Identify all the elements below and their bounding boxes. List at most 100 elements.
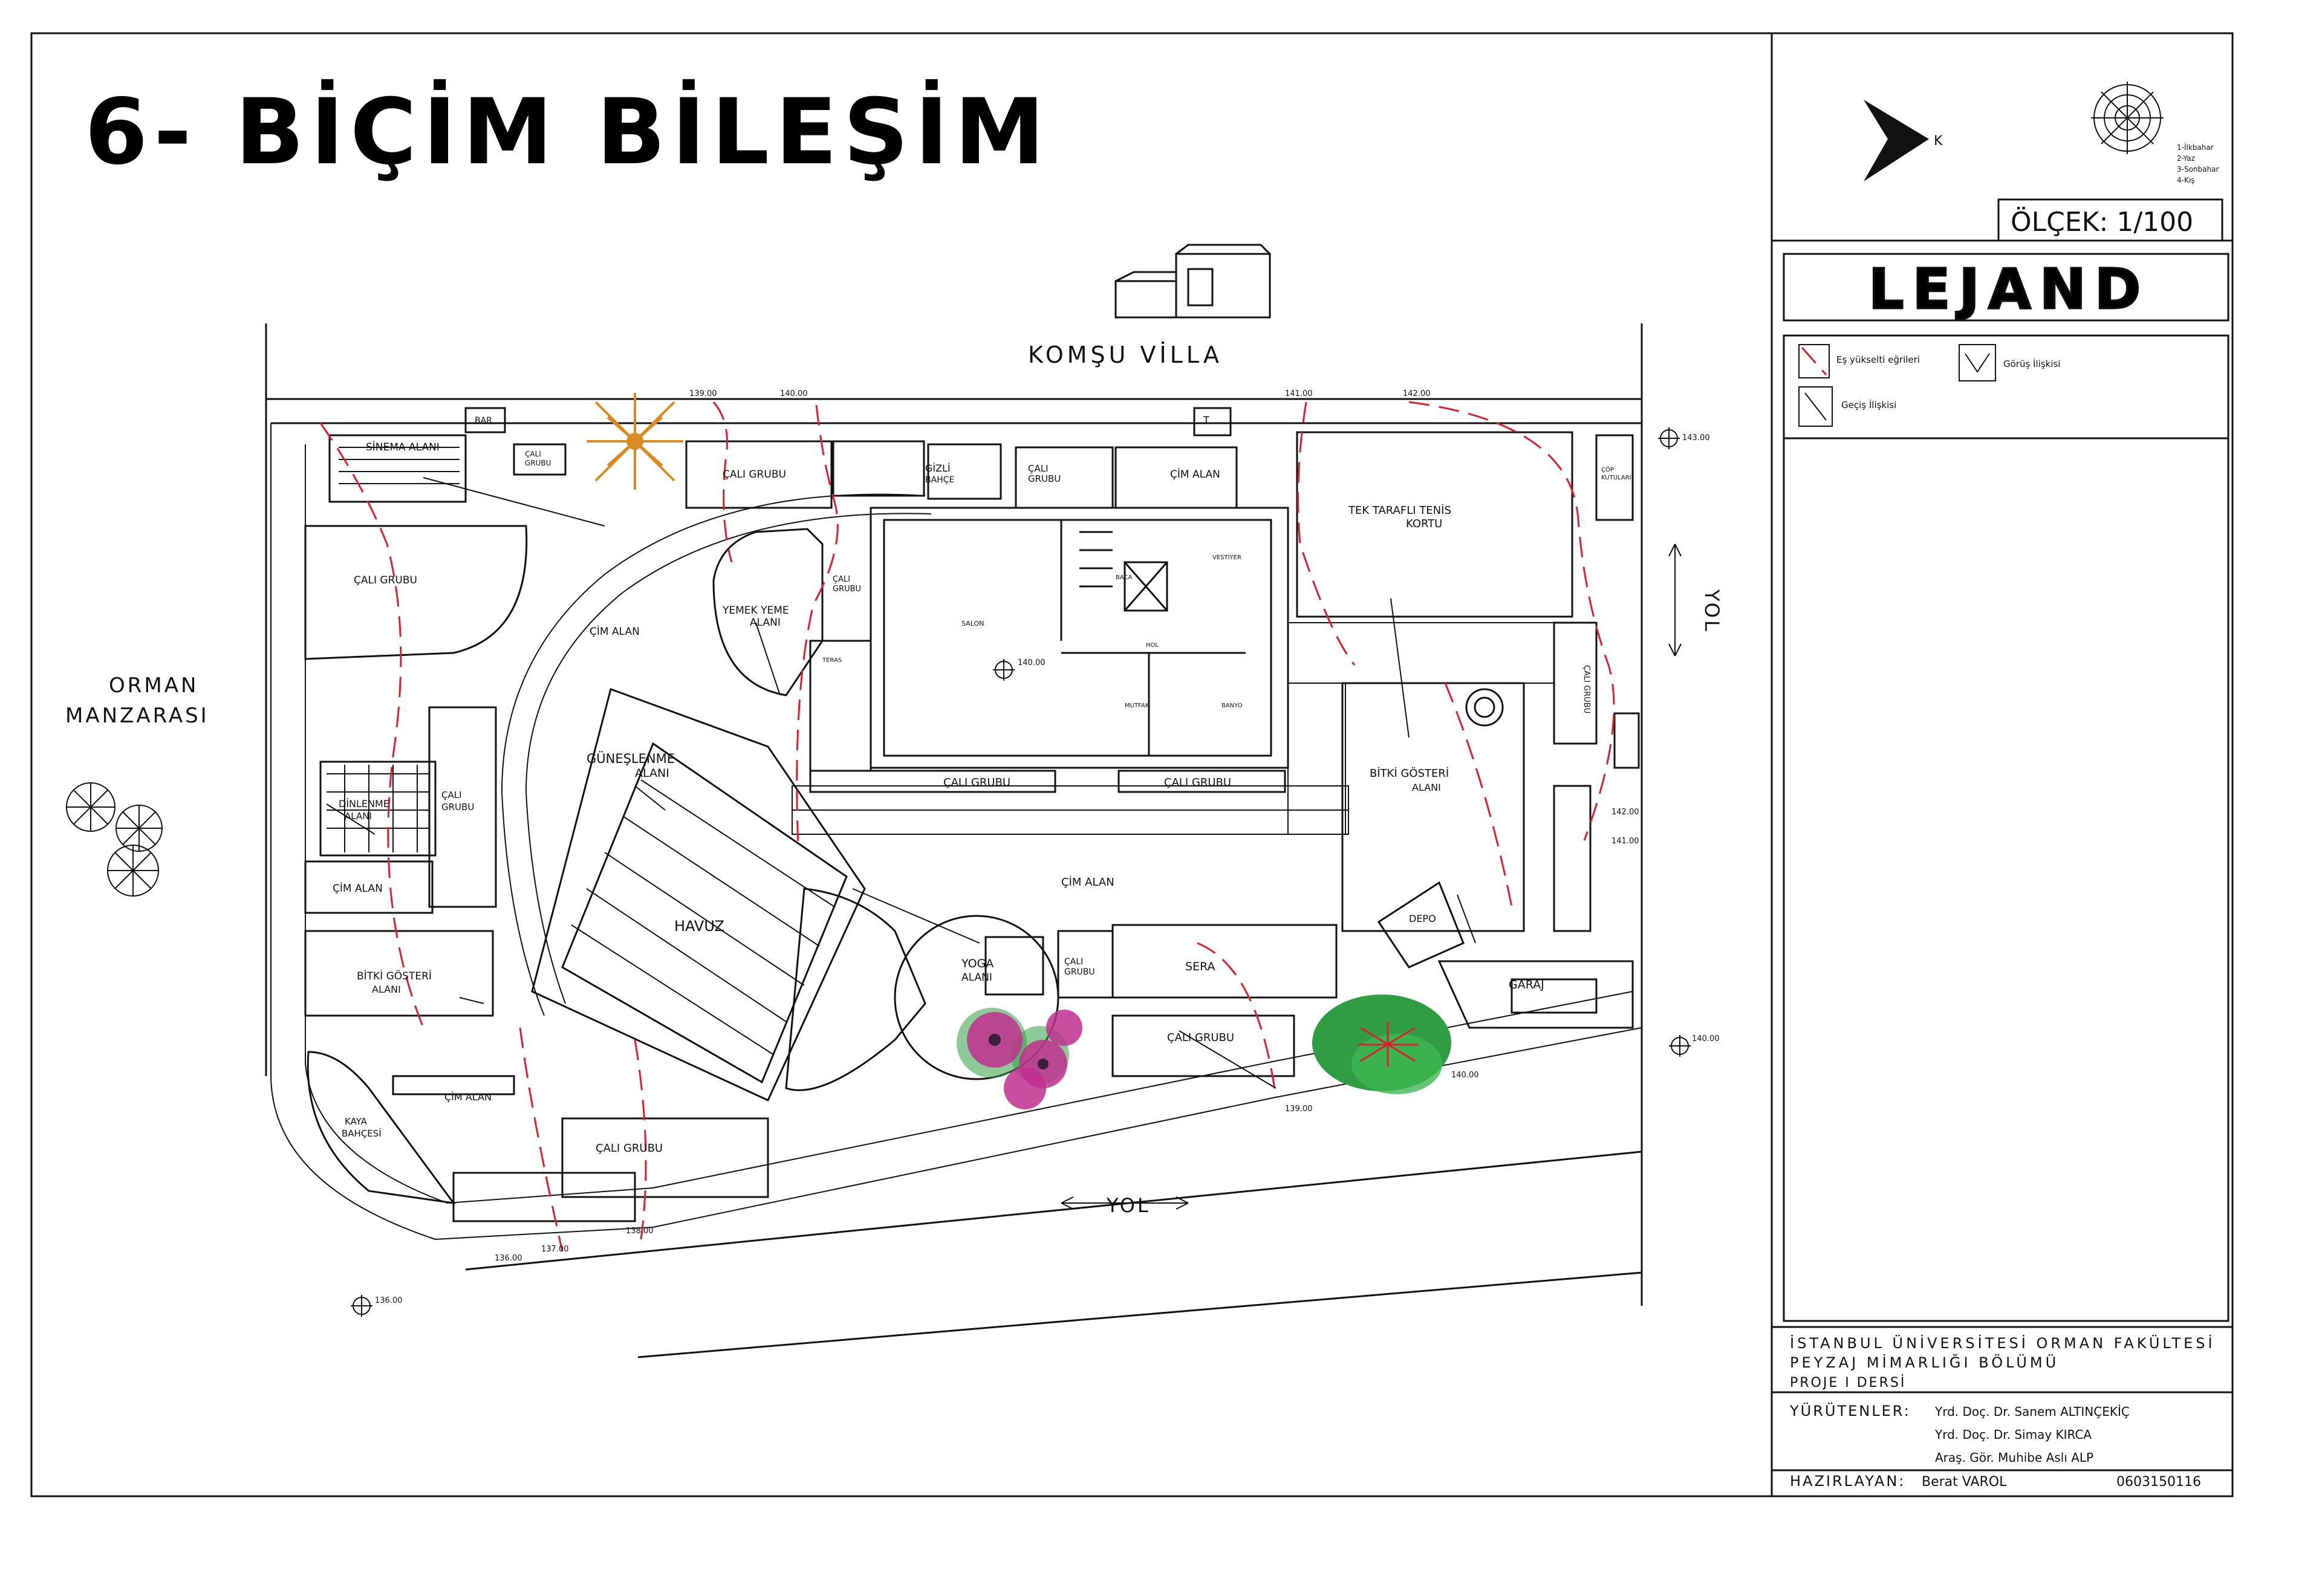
pool-water-lines [571,779,835,1056]
elev-141b: 141.00 [1611,837,1639,846]
site-boundary [265,323,1643,1306]
road-arrow-right [1668,543,1682,657]
scale-label: ÖLÇEK: 1/100 [2011,206,2193,238]
relation-arrows [326,477,1476,1089]
label-bitki-left-2: ALANI [372,984,401,995]
label-sera: SERA [1185,960,1215,973]
label-bar: BAR [475,416,492,426]
label-hol: HOL [1146,642,1159,649]
label-cali-g1: ÇALI GRUBU [943,776,1010,789]
label-cim-alan-4: ÇİM ALAN [444,1091,492,1103]
elev-141a: 141.00 [1285,389,1313,398]
passage-legend-icon [1798,386,1833,427]
label-havuz: HAVUZ [674,918,724,935]
green-tree-icon [1312,994,1451,1094]
road-arrow-bottom [1061,1196,1189,1210]
sheet-frame [30,32,2234,1497]
label-cali-small-2: GRUBU [525,459,551,467]
label-vestiyer: VESTİYER [1212,553,1241,561]
elev-137: 137.00 [541,1245,569,1254]
info-block: İSTANBUL ÜNİVERSİTESİ ORMAN FAKÜLTESİ PE… [1772,1326,2233,1490]
left-zone-shapes [304,525,528,1204]
label-cali-small-1: ÇALI [525,450,541,458]
label-yemek-2: ALANI [750,617,781,629]
forest-tree-icons [66,782,163,897]
stepping-stone-path [501,493,932,1016]
page-title: 6- BİÇİM BİLEŞİM [85,79,1051,185]
label-depo: DEPO [1409,913,1436,924]
flower-group-icon [957,1008,1082,1109]
supervisor-1: Yrd. Doç. Dr. Sanem ALTINÇEKİÇ [1934,1404,2130,1419]
dinlenme-hatch [327,765,429,852]
prepared-label: HAZIRLAYAN: [1790,1473,1905,1490]
bottom-road [465,1150,1643,1358]
terrace-paving [792,622,1555,835]
label-cali-right: ÇALI GRUBU [1582,665,1591,713]
label-tenis-2: KORTU [1406,517,1442,530]
label-cali-low: ÇALI GRUBU [596,1142,663,1155]
label-cali-yoga-1: ÇALI [1064,957,1083,967]
legend-item-contour: Eş yükselti eğrileri [1836,354,1920,365]
label-cali-g2: ÇALI GRUBU [1164,776,1231,789]
elev-salon: 140.00 [1018,658,1046,667]
label-cali-yoga-2: GRUBU [1064,967,1095,977]
contour-lines [319,401,1615,1252]
season-1: 1-İlkbahar [2177,143,2214,152]
department-name: PEYZAJ MİMARLIĞI BÖLÜMÜ [1790,1353,2059,1371]
neighbor-villa-icon [1114,244,1271,319]
label-cali-house-1: ÇALI [833,575,850,584]
paved-border [270,423,1642,1241]
label-t: T [1203,414,1209,426]
label-cop-2: KUTULARI [1601,475,1631,481]
label-bitki-left-1: BİTKİ GÖSTERİ [357,969,432,982]
label-yemek-1: YEMEK YEME [722,605,789,617]
legend-title-box [1783,253,2229,322]
label-cim-alan-2: ÇİM ALAN [333,882,383,895]
elev-140a: 140.00 [780,389,808,398]
label-garaj: GARAJ [1509,978,1544,991]
elev-136b: 136.00 [375,1296,403,1305]
label-yoga-2: ALANI [961,972,992,984]
accent-tree-icon [587,393,683,490]
student-number: 0603150116 [2116,1474,2201,1490]
wind-rose-icon [2091,82,2164,154]
label-gunes-2: ALANI [635,767,669,780]
elev-139b: 139.00 [1285,1105,1313,1114]
house-plan [809,507,1289,772]
elev-136: 136.00 [495,1254,522,1263]
label-teras: TERAS [822,657,842,664]
contour-legend-icon [1798,344,1830,378]
label-salon: SALON [961,620,984,628]
label-cim-alan-1: ÇİM ALAN [590,625,640,638]
legend-item-passage: Geçiş İlişkisi [1841,399,1896,410]
supervisor-2: Yrd. Doç. Dr. Simay KIRCA [1934,1427,2092,1442]
bottom-middle-shapes [452,770,1338,1222]
season-4: 4-Kış [2177,176,2194,184]
legend-item-view: Görüş İlişkisi [2003,358,2060,369]
forest-view-label-1: ORMAN [109,673,198,698]
label-tenis-1: TEK TARAFLI TENİS [1348,504,1451,517]
label-bitki-right-1: BİTKİ GÖSTERİ [1370,767,1449,780]
label-gizli-2: BAHÇE [925,475,954,485]
elev-139: 139.00 [689,389,717,398]
road-label-bottom: YOL [1106,1194,1151,1217]
legend-empty-area [1783,437,2229,1322]
label-cali-grubu-v-1: ÇALI [441,790,462,800]
label-bitki-right-2: ALANI [1412,782,1441,793]
label-cali-left: ÇALI GRUBU [354,574,417,586]
dining-area [712,528,824,696]
label-kaya-2: BAHÇESİ [342,1127,382,1139]
sinema-hatch [339,447,460,484]
label-cim-alan-3: ÇİM ALAN [1061,876,1114,889]
scale-box [1997,198,2223,242]
label-cali-house-2: GRUBU [833,585,861,594]
season-3: 3-Sonbahar [2177,165,2219,174]
label-cali-top: ÇALI GRUBU [723,469,786,481]
elev-140c: 140.00 [1451,1071,1479,1080]
elev-142a: 142.00 [1403,389,1431,398]
label-banyo: BANYO [1221,702,1243,709]
label-kaya-1: KAYA [345,1116,368,1127]
label-cali-mid-2: GRUBU [1028,473,1061,484]
course-name: PROJE I DERSİ [1790,1375,1906,1390]
forest-view-label-2: MANZARASI [65,704,209,728]
